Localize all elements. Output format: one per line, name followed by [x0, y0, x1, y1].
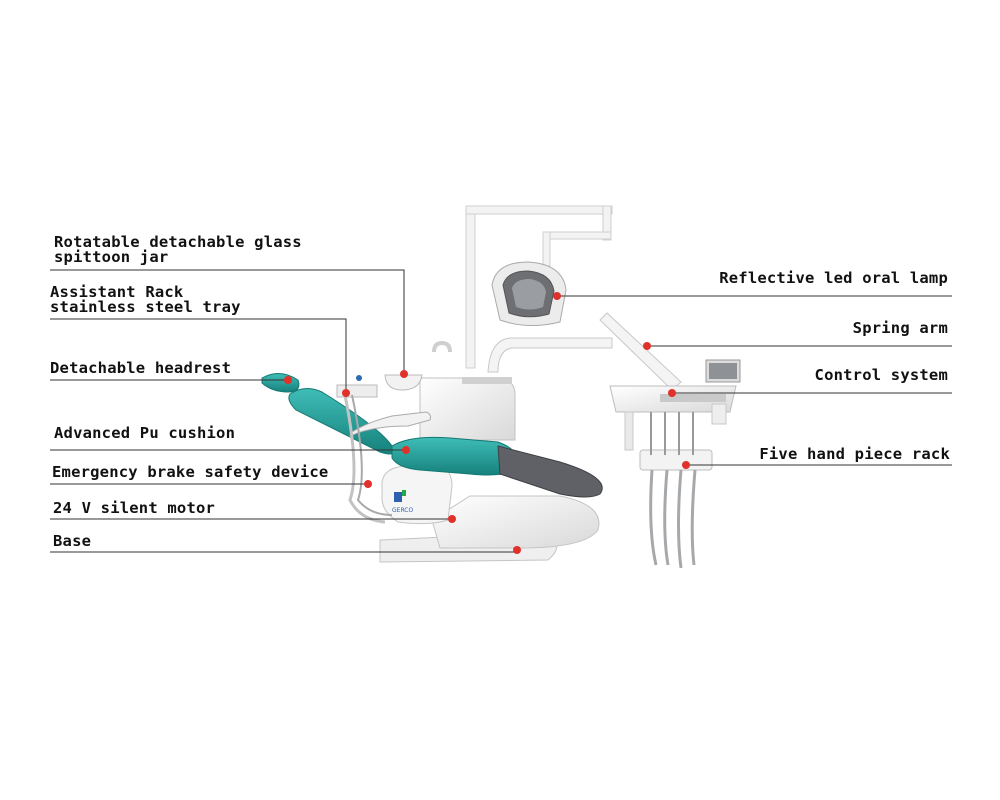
label-base: Base [53, 532, 92, 550]
marker-headrest [284, 376, 292, 384]
hand-piece-rack [639, 412, 713, 569]
marker-cushion [402, 446, 410, 454]
callout-markers [284, 292, 690, 554]
label-motor: 24 V silent motor [53, 499, 216, 517]
label-cushion-line1: Advanced Pu cushion [54, 424, 236, 442]
right-leader-lines [557, 295, 952, 466]
water-unit [384, 340, 516, 441]
marker-assistant-rack [342, 389, 350, 397]
label-control-line1: Control system [814, 366, 948, 384]
marker-base [513, 546, 521, 554]
label-cushion: Advanced Pu cushion [54, 424, 236, 442]
label-assistant-line2: stainless steel tray [50, 298, 241, 316]
chair-upholstery [261, 373, 603, 498]
label-spring-arm: Spring arm [852, 319, 948, 337]
marker-handpiece [682, 461, 690, 469]
label-lamp-line1: Reflective led oral lamp [719, 269, 948, 287]
label-motor-line1: 24 V silent motor [53, 499, 216, 517]
marker-brake [364, 480, 372, 488]
label-assistant-line1: Assistant Rack [50, 283, 184, 301]
logo-text: GERCO [392, 507, 414, 514]
motor-housing: GERCO [381, 465, 453, 525]
marker-control [668, 389, 676, 397]
spring-arm [487, 312, 682, 391]
marker-motor [448, 515, 456, 523]
label-spring-line1: Spring arm [852, 319, 948, 337]
suction-hoses [343, 394, 393, 524]
label-lamp: Reflective led oral lamp [719, 269, 948, 287]
label-control: Control system [814, 366, 948, 384]
label-assistant-rack: Assistant Rack stainless steel tray [50, 283, 241, 316]
label-base-line1: Base [53, 532, 92, 550]
label-spittoon-line2: spittoon jar [54, 248, 169, 266]
label-spittoon-line1: Rotatable detachable glass [54, 233, 302, 251]
label-spittoon: Rotatable detachable glass spittoon jar [54, 233, 302, 266]
marker-spring-arm [643, 342, 651, 350]
label-headrest: Detachable headrest [50, 359, 232, 377]
label-headrest-line1: Detachable headrest [50, 359, 232, 377]
label-brake-line1: Emergency brake safety device [52, 463, 329, 481]
chair-base [379, 495, 600, 563]
oral-lamp [491, 261, 567, 326]
label-brake: Emergency brake safety device [52, 463, 329, 481]
label-handpiece-line1: Five hand piece rack [759, 445, 950, 463]
left-leader-lines [50, 269, 517, 553]
marker-spittoon [400, 370, 408, 378]
marker-lamp [553, 292, 561, 300]
control-monitor [705, 359, 741, 383]
lamp-post [465, 205, 613, 369]
label-handpiece: Five hand piece rack [759, 445, 950, 463]
